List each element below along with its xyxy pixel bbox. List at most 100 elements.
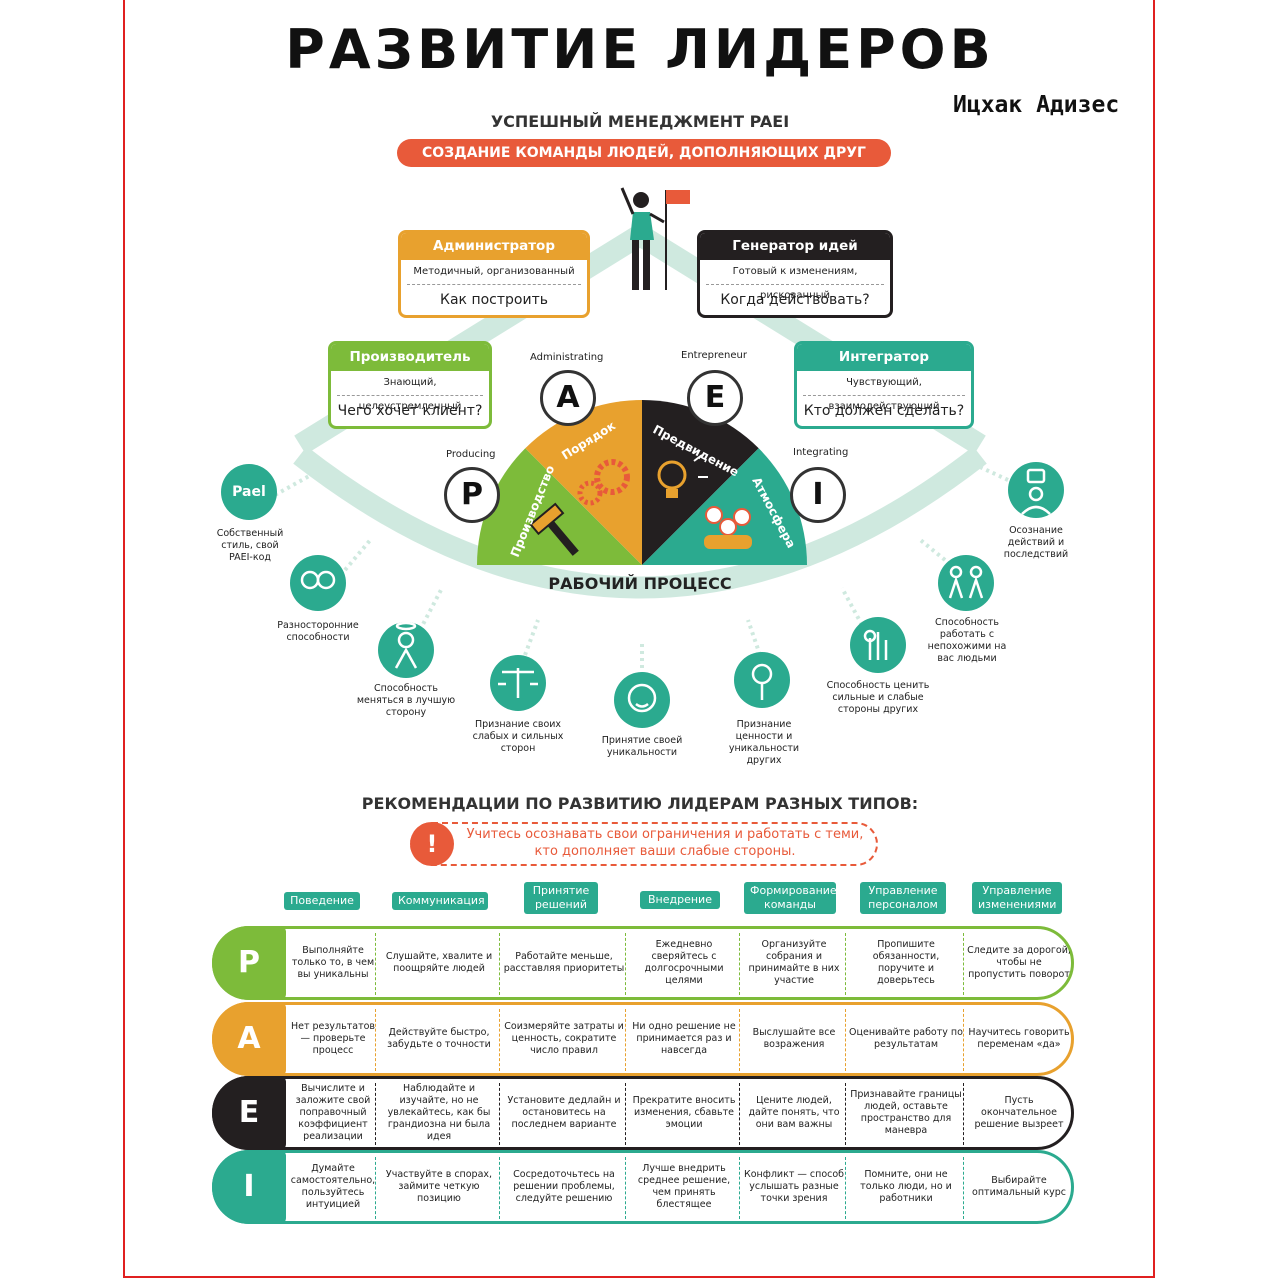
table-cell: Участвуйте в спорах, займите четкую пози… (385, 1169, 493, 1204)
table-cell: Организуйте собрания и принимайте в них … (748, 939, 840, 986)
table-cell: Вычислите и заложите свой поправочный ко… (295, 1083, 371, 1142)
cell-divider (499, 1157, 500, 1219)
leader-figure-icon (620, 187, 690, 290)
label-entrepreneur: Entrepreneur (681, 350, 747, 361)
row-letter: A (212, 1002, 286, 1076)
row-letter: E (212, 1076, 286, 1150)
cell-divider (625, 1157, 626, 1219)
table-cell: Цените людей, дайте понять, что они вам … (748, 1095, 840, 1130)
cell-divider (499, 1009, 500, 1071)
sector-p (477, 448, 642, 565)
column-header: Принятие решений (524, 882, 598, 914)
role-administrator-box: Администратор Методичный, организованный… (398, 230, 590, 318)
table-cell: Признавайте границы людей, оставьте прос… (850, 1089, 962, 1136)
subtitle: УСПЕШНЫЙ МЕНЕДЖМЕНТ PAEI (490, 112, 790, 131)
lens-bottom (293, 446, 987, 599)
label-producing: Producing (446, 449, 496, 460)
recommendations-title: РЕКОМЕНДАЦИИ ПО РАЗВИТИЮ ЛИДЕРАМ РАЗНЫХ … (361, 794, 919, 813)
table-cell: Прекратите вносить изменения, сбавьте эм… (632, 1095, 736, 1130)
trait-connectors (274, 458, 1009, 675)
people-icon (704, 506, 752, 549)
label-administrating: Administrating (530, 352, 604, 363)
paei-badge-text: Pael (232, 484, 266, 500)
cell-divider (963, 933, 964, 995)
flower-icon (734, 652, 790, 708)
table-cell: Работайте меньше, расставляя приоритеты (503, 951, 625, 974)
paei-diagram: Производство Порядок Предвидение Атмосфе… (221, 187, 1064, 728)
role-question: Как построить процессы? (440, 292, 548, 308)
table-cell: Нет результатов — проверьте процесс (290, 1021, 376, 1056)
cell-divider (963, 1009, 964, 1071)
role-question: Чего хочет клиент? (337, 403, 483, 419)
trait-label: Осознание действий и последствий (1003, 525, 1069, 560)
cell-divider (739, 1083, 740, 1145)
table-cell: Выполняйте только то, в чем вы уникальны (291, 945, 375, 980)
table-cell: Наблюдайте и изучайте, но не увлекайтесь… (387, 1083, 491, 1142)
column-header: Коммуникация (392, 892, 488, 910)
cell-divider (625, 1009, 626, 1071)
cell-divider (845, 1157, 846, 1219)
role-desc: Готовый к изменениям, рискованный (706, 260, 884, 301)
column-header: Формирование команды (744, 882, 837, 914)
cell-divider (625, 933, 626, 995)
trait-label: Признание ценности и уникальности других (728, 719, 800, 766)
trait-label: Способность меняться в лучшую сторону (356, 683, 456, 718)
table-cell: Сосредоточьтесь на решении проблемы, сле… (513, 1169, 615, 1204)
row-letter: P (212, 926, 286, 1000)
cell-divider (375, 933, 376, 995)
cell-divider (499, 1083, 500, 1145)
table-cell: Лучше внедрить среднее решение, чем прин… (637, 1163, 731, 1210)
role-integrator-box: Интегратор Чувствующий, взаимодействующи… (794, 341, 974, 429)
author-name: Ицхак Адизес (953, 92, 1120, 118)
paei-badge-icon (221, 464, 277, 520)
cell-divider (739, 933, 740, 995)
cell-divider (499, 933, 500, 995)
cell-divider (739, 1009, 740, 1071)
role-desc: Чувствующий, взаимодействующий (803, 371, 965, 412)
cell-divider (845, 933, 846, 995)
table-cell: Научитесь говорить переменам «да» (968, 1027, 1070, 1050)
trait-label: Признание своих слабых и сильных сторон (472, 719, 564, 754)
cell-divider (375, 1009, 376, 1071)
role-title: Генератор идей (700, 233, 890, 260)
cell-divider (845, 1009, 846, 1071)
face-icon (614, 672, 670, 728)
cell-divider (375, 1157, 376, 1219)
letter-p-bubble: P (444, 467, 500, 523)
trait-label: Принятие своей уникальности (601, 735, 683, 758)
process-label: РАБОЧИЙ ПРОЦЕСС (548, 574, 732, 593)
role-question: Кто должен сделать? (803, 403, 965, 419)
table-cell: Выбирайте оптимальный курс (972, 1175, 1066, 1198)
gears-icon (577, 459, 630, 506)
table-cell: Выслушайте все возражения (752, 1027, 836, 1050)
hammer-icon (529, 502, 579, 556)
table-cell: Оценивайте работу по результатам (849, 1027, 963, 1050)
role-idea-generator-box: Генератор идей Готовый к изменениям, рис… (697, 230, 893, 318)
banner: СОЗДАНИЕ КОМАНДЫ ЛЮДЕЙ, ДОПОЛНЯЮЩИХ ДРУГ… (397, 139, 891, 189)
role-title: Производитель (331, 344, 489, 371)
table-cell: Установите дедлайн и остановитесь на пос… (507, 1095, 621, 1130)
page-border (123, 0, 1155, 1278)
letter-e-bubble: E (687, 370, 743, 426)
role-producer-box: Производитель Знающий, целеустремленный … (328, 341, 492, 429)
role-title: Администратор (401, 233, 587, 260)
table-cell: Следите за дорогой, чтобы не пропустить … (967, 945, 1071, 980)
table-cell: Действуйте быстро, забудьте о точности (387, 1027, 491, 1050)
table-cell: Слушайте, хвалите и поощряйте людей (385, 951, 493, 974)
table-cell: Ежедневно сверяйтесь с долгосрочными цел… (644, 939, 724, 986)
sector-e (642, 400, 759, 565)
lightbulb-icon (657, 454, 708, 498)
question-person-icon (1008, 462, 1064, 518)
trait-label: Разносторонние способности (277, 620, 359, 643)
label-integrating: Integrating (793, 447, 849, 458)
cell-divider (963, 1083, 964, 1145)
cell-divider (845, 1083, 846, 1145)
page-title: РАЗВИТИЕ ЛИДЕРОВ (285, 18, 995, 81)
column-header: Управление персоналом (860, 882, 946, 914)
role-desc: Знающий, целеустремленный (337, 371, 483, 412)
cell-divider (963, 1157, 964, 1219)
sector-i (642, 448, 807, 565)
